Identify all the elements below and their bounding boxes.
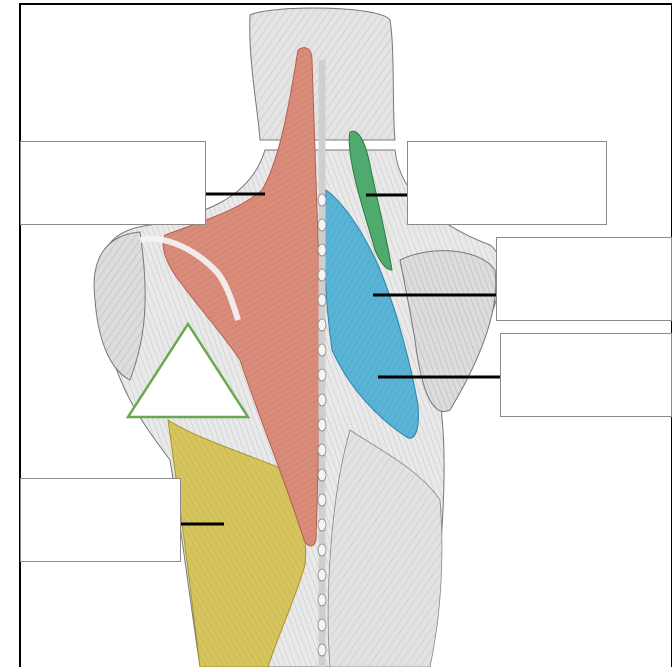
label-box-rhomboid-minor[interactable] bbox=[496, 237, 672, 321]
label-box-rhomboid-major[interactable] bbox=[500, 333, 672, 417]
label-box-latissimus-dorsi[interactable] bbox=[20, 478, 181, 562]
label-box-levator-scapulae[interactable] bbox=[407, 141, 607, 225]
label-box-trapezius[interactable] bbox=[20, 141, 206, 225]
spinal-column bbox=[318, 60, 326, 667]
